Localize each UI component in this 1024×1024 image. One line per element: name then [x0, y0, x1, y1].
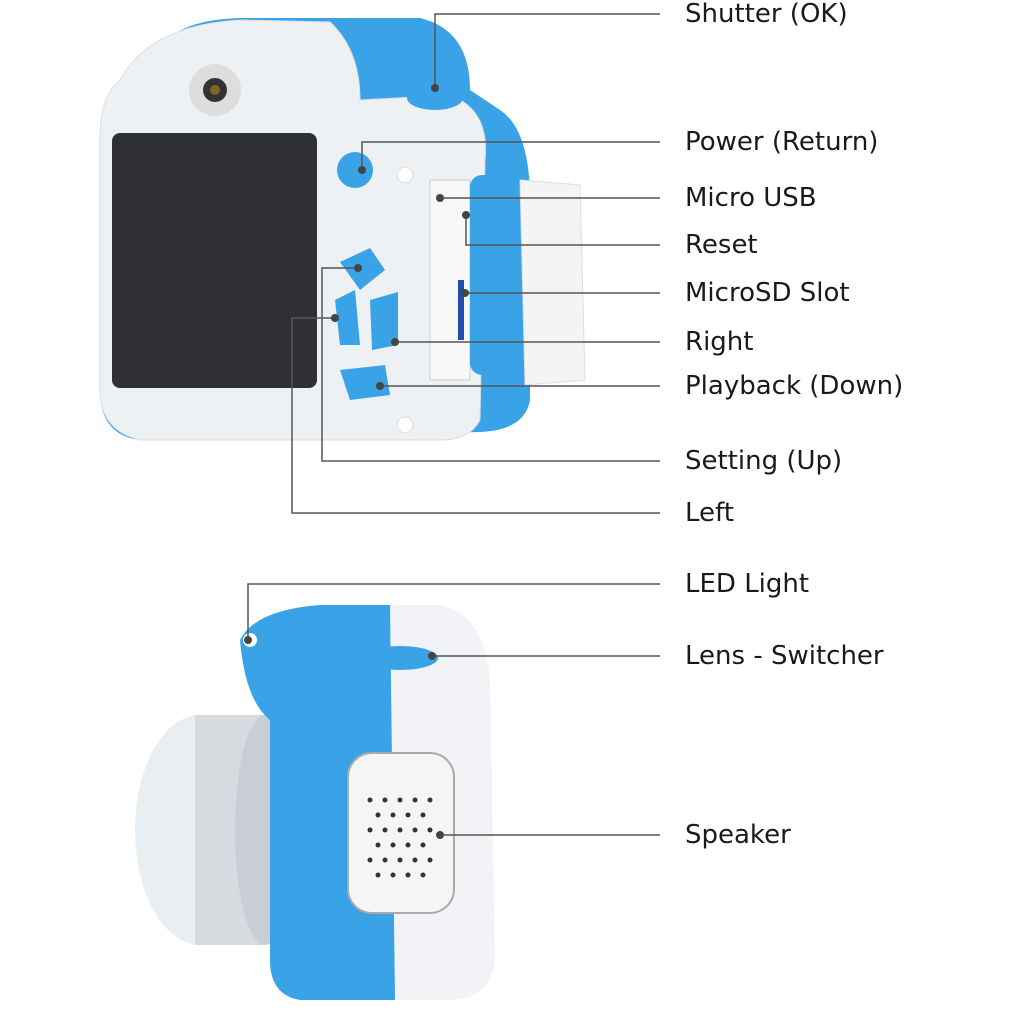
- label-right: Right: [685, 327, 754, 357]
- label-reset: Reset: [685, 230, 758, 260]
- label-led: LED Light: [685, 569, 810, 599]
- leader-lines: [247, 13, 660, 836]
- label-left: Left: [685, 498, 734, 528]
- label-lens-switcher: Lens - Switcher: [685, 641, 884, 671]
- camera-back-view: [99, 18, 586, 441]
- shutter-button: [407, 86, 463, 110]
- label-microsd: MicroSD Slot: [685, 278, 850, 308]
- label-playback: Playback (Down): [685, 371, 904, 401]
- label-speaker: Speaker: [685, 820, 791, 850]
- screen: [112, 133, 317, 388]
- label-shutter: Shutter (OK): [685, 0, 848, 29]
- power-button: [337, 152, 373, 188]
- lens-switcher-button: [362, 646, 438, 670]
- label-power: Power (Return): [685, 127, 879, 157]
- speaker-grille: [347, 752, 455, 914]
- label-micro-usb: Micro USB: [685, 183, 817, 213]
- camera-side-view: [135, 605, 495, 1000]
- label-setting: Setting (Up): [685, 446, 843, 476]
